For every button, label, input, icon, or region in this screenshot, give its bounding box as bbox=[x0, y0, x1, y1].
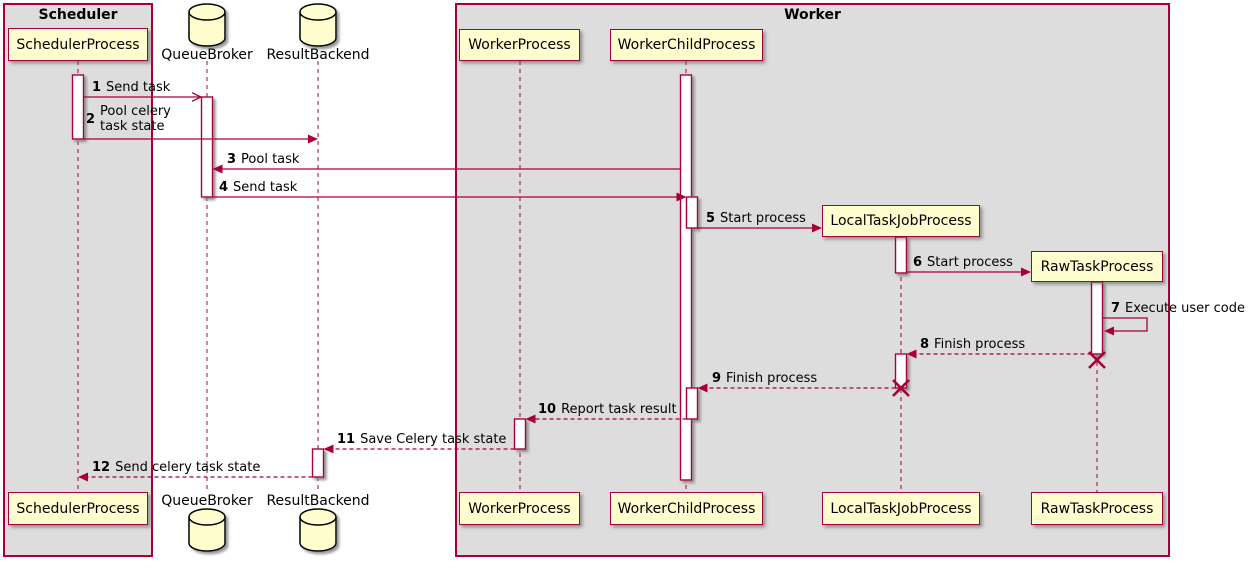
message-7-text: Execute user code bbox=[1125, 301, 1246, 316]
destroy-rawtaskprocess-icon bbox=[1088, 351, 1106, 369]
message-9-arrowhead bbox=[697, 383, 708, 393]
database-resultbackend-top-icon bbox=[299, 3, 337, 47]
message-6-number: 6 bbox=[913, 255, 923, 270]
participant-rawtaskprocess-bottom: RawTaskProcess bbox=[1031, 492, 1163, 525]
participant-schedulerprocess-bottom-label: SchedulerProcess bbox=[16, 500, 140, 517]
activation-rawtaskprocess bbox=[1090, 281, 1104, 355]
message-9-text: Finish process bbox=[726, 371, 818, 386]
participant-schedulerprocess-top-label: SchedulerProcess bbox=[16, 36, 140, 53]
message-11-number: 11 bbox=[337, 432, 356, 447]
database-queuebroker-top-icon bbox=[188, 3, 226, 47]
message-11-label: 11 Save Celery task state bbox=[337, 432, 506, 447]
message-1-number: 1 bbox=[92, 80, 102, 95]
message-4-label: 4 Send task bbox=[219, 180, 297, 195]
message-7-arrowhead bbox=[1104, 326, 1114, 336]
message-1-label: 1 Send task bbox=[92, 80, 170, 95]
message-2-label: 2 Pool celery task state bbox=[86, 104, 171, 134]
participant-schedulerprocess-bottom: SchedulerProcess bbox=[8, 492, 148, 525]
message-6-label: 6 Start process bbox=[913, 255, 1013, 270]
message-7-number: 7 bbox=[1111, 301, 1121, 316]
message-10-text: Report task result bbox=[561, 402, 677, 417]
message-3-number: 3 bbox=[227, 152, 237, 167]
participant-rawtaskprocess-created-label: RawTaskProcess bbox=[1040, 258, 1154, 275]
message-1-text: Send task bbox=[106, 80, 171, 95]
message-5-label: 5 Start process bbox=[706, 211, 806, 226]
message-5-arrowhead bbox=[812, 223, 822, 233]
participant-localtaskjobprocess-created: LocalTaskJobProcess bbox=[822, 205, 980, 237]
message-4-arrowhead bbox=[676, 192, 687, 202]
participant-localtaskjobprocess-bottom: LocalTaskJobProcess bbox=[822, 492, 980, 525]
participant-queuebroker-top-label: QueueBroker bbox=[161, 47, 253, 63]
activation-schedulerprocess bbox=[71, 74, 85, 140]
message-3-arrowhead bbox=[212, 164, 223, 174]
message-9-label: 9 Finish process bbox=[712, 371, 817, 386]
participant-localtaskjobprocess-bottom-label: LocalTaskJobProcess bbox=[830, 500, 972, 517]
activation-workerprocess bbox=[513, 418, 527, 450]
participant-rawtaskprocess-created: RawTaskProcess bbox=[1031, 251, 1163, 282]
database-resultbackend-bottom-icon bbox=[299, 508, 337, 552]
message-11-arrowhead bbox=[323, 444, 334, 454]
participant-workerchildprocess-top-label: WorkerChildProcess bbox=[617, 37, 756, 53]
activation-workerchildprocess-finish bbox=[685, 387, 699, 420]
participant-workerchildprocess-bottom-label: WorkerChildProcess bbox=[617, 500, 756, 517]
message-10-number: 10 bbox=[538, 402, 557, 417]
message-12-label: 12 Send celery task state bbox=[92, 460, 260, 475]
activation-workerchildprocess-recv-task bbox=[685, 196, 699, 229]
participant-workerprocess-bottom: WorkerProcess bbox=[459, 492, 580, 525]
frame-worker-title: Worker bbox=[784, 7, 841, 23]
database-queuebroker-bottom-icon bbox=[188, 508, 226, 552]
participant-workerprocess-top-label: WorkerProcess bbox=[468, 37, 571, 53]
participant-resultbackend-bottom-label: ResultBackend bbox=[266, 493, 370, 509]
participant-localtaskjobprocess-created-label: LocalTaskJobProcess bbox=[830, 213, 972, 229]
message-5-number: 5 bbox=[706, 211, 716, 226]
participant-workerchildprocess-top: WorkerChildProcess bbox=[610, 29, 763, 61]
message-4-number: 4 bbox=[219, 180, 229, 195]
message-10-label: 10 Report task result bbox=[538, 402, 677, 417]
message-8-arrowhead bbox=[906, 349, 917, 359]
message-3-text: Pool task bbox=[241, 152, 300, 167]
message-2-text: Pool celery task state bbox=[100, 104, 171, 134]
message-6-text: Start process bbox=[927, 255, 1013, 270]
participant-rawtaskprocess-bottom-label: RawTaskProcess bbox=[1040, 500, 1154, 517]
activation-workerchildprocess-main bbox=[679, 74, 693, 481]
message-11-text: Save Celery task state bbox=[360, 432, 507, 447]
message-1-arrowhead bbox=[191, 92, 203, 102]
message-6-arrowhead bbox=[1021, 267, 1031, 277]
message-10-arrowhead bbox=[525, 414, 536, 424]
participant-workerprocess-top: WorkerProcess bbox=[459, 29, 580, 61]
message-4-text: Send task bbox=[233, 180, 298, 195]
message-12-text: Send celery task state bbox=[115, 460, 261, 475]
message-7-label: 7 Execute user code bbox=[1111, 301, 1245, 316]
message-3-label: 3 Pool task bbox=[227, 152, 299, 167]
activation-queuebroker bbox=[200, 96, 214, 198]
participant-queuebroker-bottom-label: QueueBroker bbox=[161, 493, 253, 509]
message-8-text: Finish process bbox=[934, 337, 1026, 352]
message-2-number: 2 bbox=[86, 111, 96, 127]
message-12-number: 12 bbox=[92, 460, 111, 475]
message-12-arrowhead bbox=[78, 472, 88, 482]
message-8-label: 8 Finish process bbox=[920, 337, 1025, 352]
message-7-self-arrow bbox=[1102, 317, 1148, 332]
destroy-localtaskjobprocess-icon bbox=[892, 379, 910, 397]
participant-schedulerprocess-top: SchedulerProcess bbox=[8, 28, 148, 61]
participant-workerchildprocess-bottom: WorkerChildProcess bbox=[610, 492, 763, 525]
message-arrows bbox=[78, 92, 1148, 482]
participant-resultbackend-top-label: ResultBackend bbox=[266, 47, 370, 63]
message-2-arrowhead bbox=[308, 134, 318, 144]
message-9-number: 9 bbox=[712, 371, 722, 386]
participant-workerprocess-bottom-label: WorkerProcess bbox=[468, 500, 571, 517]
activation-localtaskjobprocess-start bbox=[894, 236, 908, 274]
message-8-number: 8 bbox=[920, 337, 930, 352]
frame-scheduler-title: Scheduler bbox=[38, 7, 118, 23]
message-5-text: Start process bbox=[720, 211, 806, 226]
activation-resultbackend bbox=[311, 448, 325, 478]
